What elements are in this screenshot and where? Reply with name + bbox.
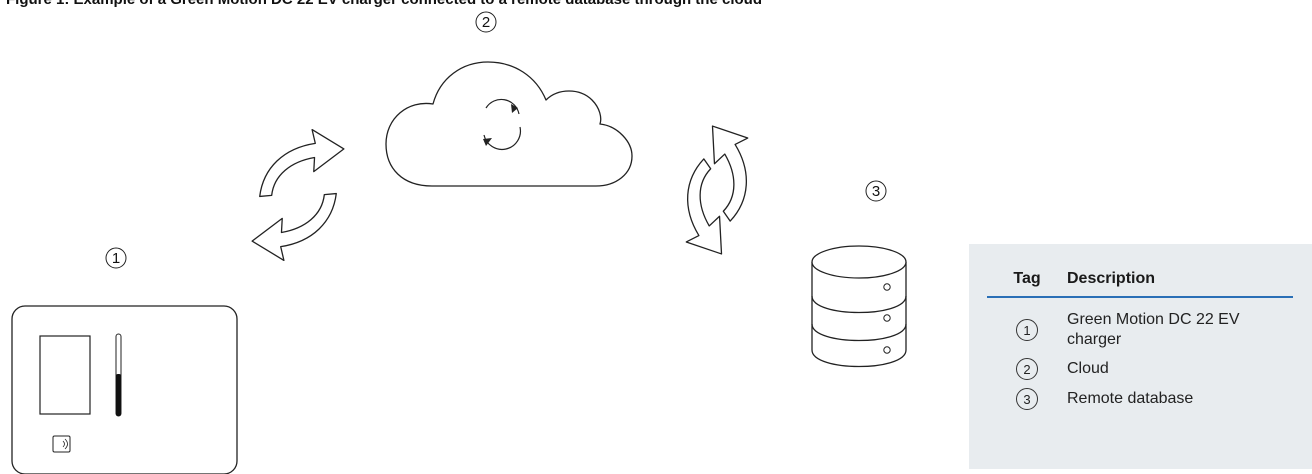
legend-tag-badge: 2 xyxy=(1016,358,1038,380)
legend-description: Cloud xyxy=(1067,360,1109,377)
legend-tag-badge: 1 xyxy=(1016,319,1038,341)
legend-table: Tag Description 1 Green Motion DC 22 EV … xyxy=(987,270,1293,414)
tag-marker-cloud-label: 2 xyxy=(482,14,490,31)
legend-row: 3 Remote database xyxy=(987,384,1293,414)
sync-arrows-charger-cloud-icon xyxy=(247,126,349,264)
cloud-icon xyxy=(385,61,633,187)
legend-row: 1 Green Motion DC 22 EV charger xyxy=(987,297,1293,354)
figure-caption: Figure 1: Example of a Green Motion DC 2… xyxy=(6,0,956,9)
tag-marker-charger: 1 xyxy=(105,247,127,269)
legend-table-panel: Tag Description 1 Green Motion DC 22 EV … xyxy=(969,244,1312,469)
legend-header-description: Description xyxy=(1067,270,1293,298)
legend-row: 2 Cloud xyxy=(987,354,1293,384)
database-icon xyxy=(811,245,907,368)
tag-marker-database-label: 3 xyxy=(872,183,880,200)
legend-tag-badge: 3 xyxy=(1016,388,1038,410)
legend-description: Remote database xyxy=(1067,390,1194,407)
legend-header-tag: Tag xyxy=(987,270,1067,298)
tag-marker-database: 3 xyxy=(865,180,887,202)
sync-arrows-cloud-database-icon xyxy=(652,112,782,268)
ev-charger-icon xyxy=(11,305,238,474)
legend-description: Green Motion DC 22 EV charger xyxy=(1067,311,1240,348)
tag-marker-cloud: 2 xyxy=(475,11,497,33)
tag-marker-charger-label: 1 xyxy=(112,250,120,267)
